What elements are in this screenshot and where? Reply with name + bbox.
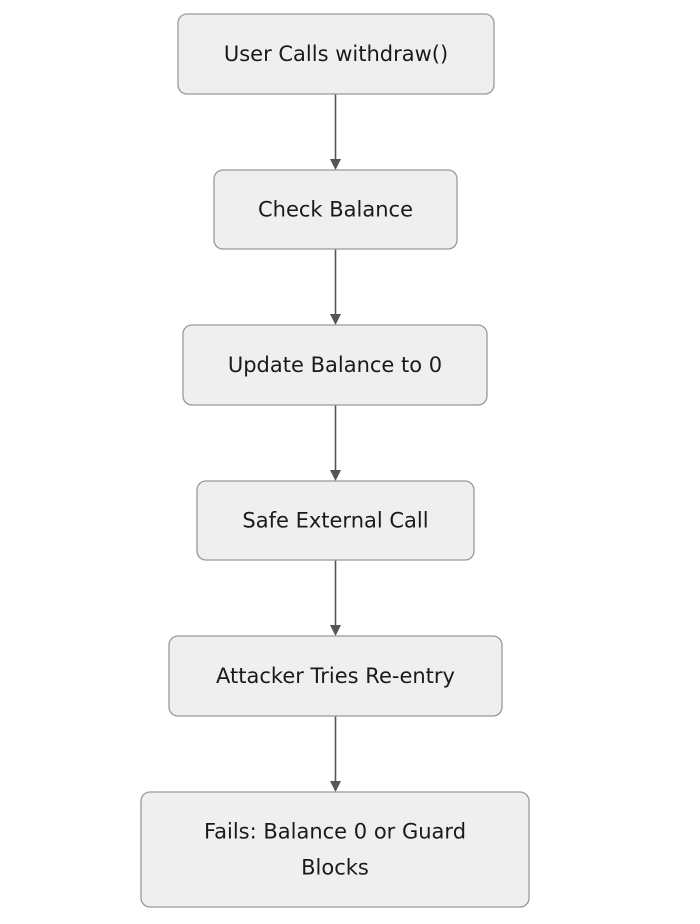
arrowhead-icon <box>330 781 341 792</box>
node-box <box>168 635 503 717</box>
edge-attacker-tries-reentry-to-fails-balance-or-guard <box>330 716 341 792</box>
node-check-balance: Check Balance <box>213 169 458 250</box>
node-label: Fails: Balance 0 or Guard <box>204 820 466 844</box>
edge-safe-external-call-to-attacker-tries-reentry <box>330 560 341 636</box>
node-label: Blocks <box>301 856 369 880</box>
edges <box>330 94 341 792</box>
node-box <box>140 791 530 908</box>
node-update-balance: Update Balance to 0 <box>182 324 488 406</box>
arrowhead-icon <box>330 625 341 636</box>
node-label: User Calls withdraw() <box>224 42 448 66</box>
node-user-calls-withdraw: User Calls withdraw() <box>177 13 495 95</box>
node-safe-external-call: Safe External Call <box>196 480 475 561</box>
nodes: User Calls withdraw() Check BalanceUpdate… <box>140 13 530 908</box>
edge-check-balance-to-update-balance <box>330 249 341 325</box>
node-label: Attacker Tries Re-entry <box>216 664 455 688</box>
node-label: Update Balance to 0 <box>228 353 442 377</box>
arrowhead-icon <box>330 470 341 481</box>
node-box <box>182 324 488 406</box>
node-attacker-tries-reentry: Attacker Tries Re-entry <box>168 635 503 717</box>
node-box <box>196 480 475 561</box>
edge-user-calls-withdraw-to-check-balance <box>330 94 341 170</box>
node-label: Safe External Call <box>242 509 428 533</box>
arrowhead-icon <box>330 314 341 325</box>
edge-update-balance-to-safe-external-call <box>330 405 341 481</box>
node-label: Check Balance <box>258 198 413 222</box>
node-box <box>213 169 458 250</box>
node-box <box>177 13 495 95</box>
arrowhead-icon <box>330 159 341 170</box>
